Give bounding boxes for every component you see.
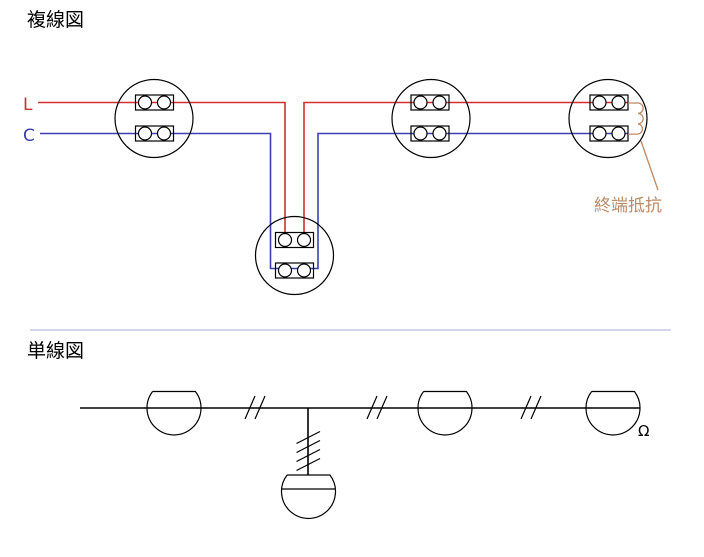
common-wire-run xyxy=(40,132,628,270)
terminal-circle xyxy=(296,232,312,248)
live-wire-label: L xyxy=(23,95,33,115)
terminal-block xyxy=(274,231,315,249)
single-line-diagram-title: 単線図 xyxy=(27,340,84,362)
terminal-circle xyxy=(277,263,293,278)
resistor-coil xyxy=(628,102,644,135)
terminal-block xyxy=(274,262,315,279)
terminal-circle xyxy=(137,95,153,110)
cable-slash xyxy=(530,395,542,420)
terminal-circle xyxy=(432,126,447,141)
duplex-diagram: 複線図 L C 終端抵抗 xyxy=(23,9,662,296)
terminating-resistor xyxy=(628,102,659,191)
terminal-circle xyxy=(611,95,626,110)
terminal-circle xyxy=(413,126,428,141)
single-line-wires xyxy=(80,407,640,475)
cable-slash xyxy=(366,395,378,420)
terminal-circle xyxy=(432,95,447,110)
device-circle-4 xyxy=(568,78,648,159)
terminal-circle xyxy=(413,95,428,110)
terminal-circle xyxy=(592,95,607,110)
single-line-device-4 xyxy=(585,390,641,436)
device-circle-branch xyxy=(254,215,335,296)
terminal-block xyxy=(134,94,175,111)
duplex-diagram-title: 複線図 xyxy=(27,9,84,31)
device-circle-3 xyxy=(391,78,471,159)
branch-slash xyxy=(296,448,321,463)
single-line-devices xyxy=(146,390,641,520)
terminal-blocks xyxy=(134,94,629,279)
live-wire-right-run xyxy=(303,101,628,237)
single-line-device-3 xyxy=(417,390,473,436)
resistor-leader-line xyxy=(640,140,659,191)
common-wire xyxy=(40,132,628,270)
cable-slash xyxy=(376,395,388,420)
terminal-block xyxy=(134,125,175,142)
cable-slash xyxy=(520,395,532,420)
terminal-block xyxy=(410,94,450,111)
branch-slash xyxy=(296,430,321,445)
device-circle-1 xyxy=(114,78,194,159)
cable-slash xyxy=(254,395,266,420)
terminal-circle xyxy=(296,263,312,278)
cable-slash xyxy=(244,395,256,420)
live-wire-left-run xyxy=(38,101,286,237)
device-circles xyxy=(114,78,648,296)
branch-slash xyxy=(296,439,321,454)
terminating-resistor-label: 終端抵抗 xyxy=(594,196,662,216)
terminal-circle xyxy=(156,126,172,141)
cable-slash-marks xyxy=(244,395,542,420)
branch-slash xyxy=(296,457,321,472)
terminal-circle xyxy=(137,126,153,141)
common-wire-label: C xyxy=(23,126,35,146)
terminal-block xyxy=(410,125,450,142)
branch-slash-marks xyxy=(296,430,321,472)
live-wire xyxy=(38,101,628,237)
terminal-circles xyxy=(137,95,626,278)
single-line-diagram: 単線図 Ω xyxy=(27,340,649,520)
terminal-circle xyxy=(592,126,607,141)
terminal-circle xyxy=(156,95,172,110)
terminal-circle xyxy=(277,232,293,248)
single-line-device-1 xyxy=(146,390,202,436)
single-line-device-branch xyxy=(280,474,337,520)
ohm-label: Ω xyxy=(638,422,649,440)
terminal-circle xyxy=(611,126,626,141)
